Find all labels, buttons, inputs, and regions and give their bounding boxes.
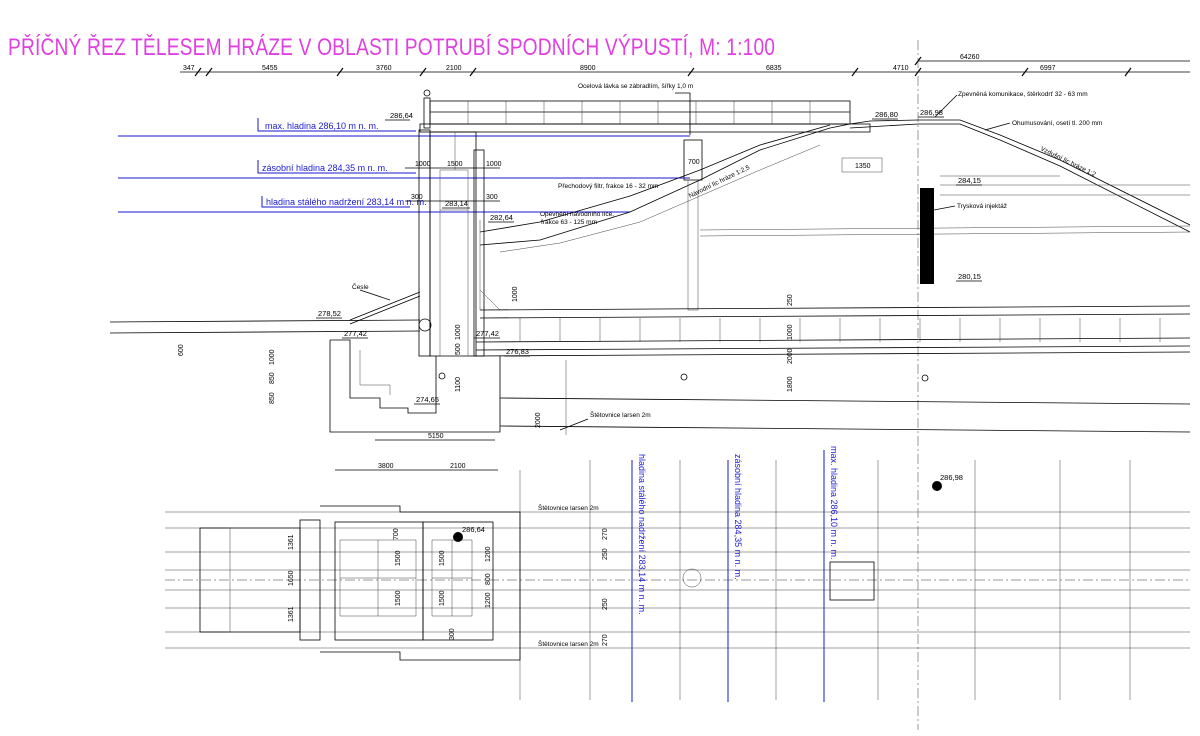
pavement-label: Zpevněná komunikace, štěrkodrť 32 - 63 m… [958,91,1088,98]
dim-6997: 6997 [1040,65,1056,72]
plan-permanent-level-label: hladina stálého nadržení 283,14 m n. m. [637,454,647,615]
plan-elev-286-98: 286,98 [940,473,963,482]
upstream-section: Česle Štětovnice larsen 2m 5150 [109,282,651,441]
filter-label: Přechodový filtr, frakce 16 - 32 mm [558,183,658,190]
plan-dim-1361b: 1361 [288,606,295,622]
plan-dim-250b: 250 [602,598,609,610]
vertical-dimensions: 1000 250 1000 1000 2000 1800 600 1000 85… [178,286,794,428]
plan-dim-2100: 2100 [450,463,466,470]
dim-v1000a: 1000 [512,286,519,302]
trash-rack-label: Česle [352,282,369,291]
plan-view: 3800 2100 286, [165,446,1190,702]
dim-v850a: 850 [269,372,276,384]
footbridge-label: Ocelová lávka se zábradlím, šířky 1,0 m [578,83,693,90]
elev-280-15: 280,15 [958,272,981,281]
dim-v1100: 1100 [455,377,462,392]
dim-v850b: 850 [269,392,276,404]
dim-v1000c: 1000 [455,324,462,340]
plan-dim-1200a: 1200 [485,546,492,562]
permanent-water-level-label: hladina stálého nadržení 283,14 m n. m. [266,197,427,207]
elev-277-42b: 277,42 [476,329,499,338]
plan-sheet-pile-top: Štětovnice larsen 2m [538,503,599,512]
elev-286-80: 286,80 [875,110,898,119]
dim-1350: 1350 [855,163,871,170]
elev-274-65: 274,65 [416,395,439,404]
plan-dim-1200b: 1200 [485,592,492,608]
footbridge: Ocelová lávka se zábradlím, šířky 1,0 m [419,83,871,135]
plan-sheet-pile-bottom: Štětovnice larsen 2m [538,639,599,648]
plan-dim-300: 300 [449,628,456,640]
reserve-water-level-label: zásobní hladina 284,35 m n. m. [262,163,388,173]
elevation-marks: 286,64 286,80 286,98 283,14 282,64 284,1… [316,108,982,405]
dim-347: 347 [183,65,195,72]
dim-v250: 250 [787,294,794,306]
plan-elev-286-64: 286,64 [462,525,485,534]
dim-v1000b: 1000 [787,324,794,340]
plan-dim-1500d: 1500 [439,590,446,606]
plan-reserve-level-label: zásobní hladina 284,35 m n. m. [733,454,743,580]
top-dimension-chain: 347 5455 3760 2100 8900 6835 4710 6997 6… [180,54,1190,77]
dim-1000b: 1000 [486,161,502,168]
dim-5455: 5455 [262,65,278,72]
dim-300a: 300 [411,194,423,201]
dim-300b: 300 [486,194,498,201]
dim-3760: 3760 [376,65,392,72]
elev-286-64: 286,64 [390,111,413,120]
water-levels: max. hladina 286,10 m n. m. zásobní hlad… [118,118,690,213]
sheet-pile-label: Štětovnice larsen 2m [590,410,651,419]
elev-286-98: 286,98 [920,108,943,117]
dim-v600: 600 [178,344,185,356]
drawing-title: PŘÍČNÝ ŘEZ TĚLESEM HRÁZE V OBLASTI POTRU… [8,34,776,61]
dim-4710: 4710 [893,65,909,72]
dim-8900: 8900 [580,65,596,72]
plan-dim-1650: 1650 [288,570,295,586]
topsoil-label: Ohumusování, osetí tl. 200 mm [1012,120,1102,127]
dim-5150: 5150 [428,433,444,440]
water-slope-label: Návodní líc hráze 1:2,5 [688,164,751,200]
elev-276-83: 276,83 [506,347,529,356]
elev-283-14: 283,14 [445,199,468,208]
dim-2100: 2100 [446,65,462,72]
plan-dim-1500c: 1500 [439,550,446,566]
dim-v2000: 2000 [787,348,794,364]
dim-v1800: 1800 [787,376,794,392]
plan-dim-270a: 270 [602,528,609,540]
plan-dim-1361a: 1361 [288,534,295,550]
revetment-label-2: frakce 63 - 125 mm [541,219,597,226]
plan-dim-1500b: 1500 [395,590,402,606]
intake-tower: 1000 1500 1000 300 300 [405,129,502,357]
air-slope-label: Vzdušní líc hráze 1:2 [1039,146,1097,179]
dim-v2000b: 2000 [535,412,542,428]
max-water-level-label: max. hladina 286,10 m n. m. [265,121,379,131]
elev-277-42a: 277,42 [344,329,367,338]
plan-dim-700: 700 [393,528,400,540]
dim-700: 700 [688,159,700,166]
plan-dim-250a: 250 [602,548,609,560]
elev-282-64: 282,64 [490,213,513,222]
dim-6835: 6835 [766,65,782,72]
plan-dim-3800: 3800 [378,463,394,470]
dim-total: 64260 [960,54,980,61]
bridge-pier: 700 [683,139,703,311]
elev-278-52: 278,52 [318,309,341,318]
dim-1500: 1500 [447,161,463,168]
dim-v500: 500 [455,343,462,355]
revetment-label-1: Opevnění návodního líce, [540,211,614,218]
plan-max-level-label: max. hladina 286,10 m n. m. [829,446,839,560]
elev-284-15: 284,15 [958,176,981,185]
plan-dim-1500a: 1500 [395,550,402,566]
plan-dim-800: 800 [485,573,492,585]
plan-dim-270b: 270 [602,634,609,646]
dim-1000a: 1000 [415,161,431,168]
jet-grouting-label: Trysková injektáž [957,203,1007,210]
dim-v1000d: 1000 [269,349,276,365]
outlet-conduit [475,305,1191,435]
